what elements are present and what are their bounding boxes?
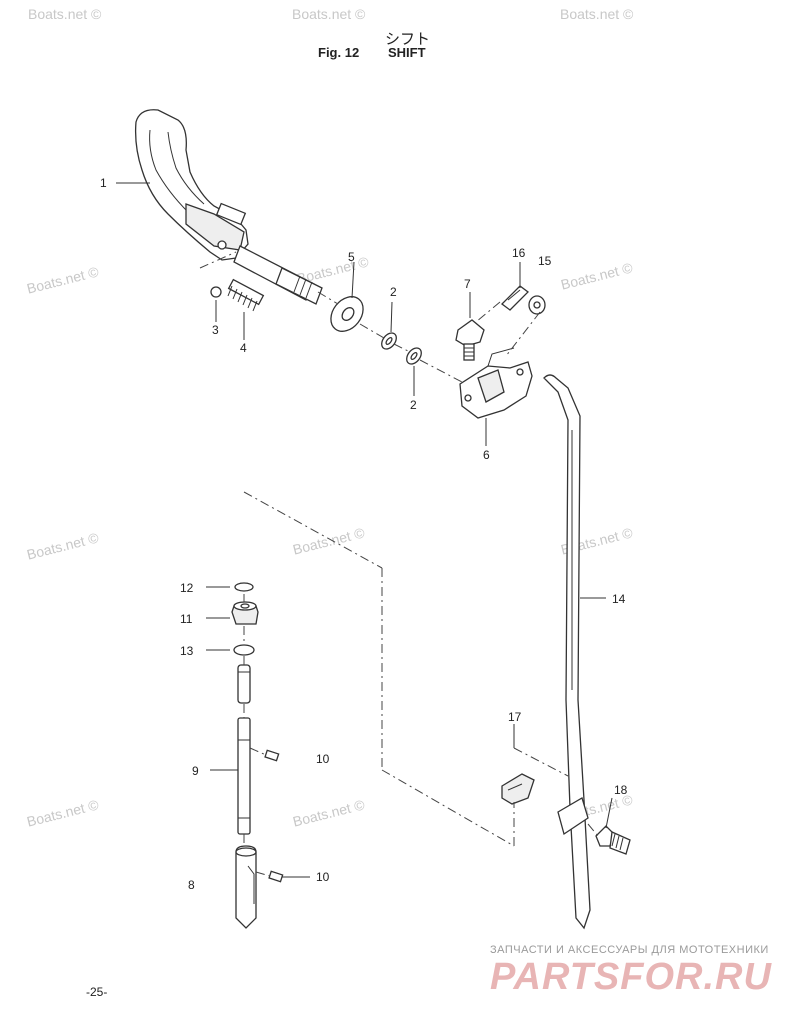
rod-clip (501, 285, 529, 311)
callout-17: 17 (508, 710, 522, 724)
callout-2-lower: 2 (410, 398, 417, 412)
connector-bolt (595, 825, 631, 855)
callout-6: 6 (483, 448, 490, 462)
callout-5: 5 (348, 250, 355, 264)
figure-label: Fig. 12 (318, 45, 360, 60)
dowel-pin-lower (268, 870, 284, 883)
shift-lever-handle (134, 109, 249, 261)
figure-title: SHIFT (388, 45, 426, 60)
lever-shaft (233, 245, 323, 305)
callout-4: 4 (240, 341, 247, 355)
leader-lines (116, 182, 613, 878)
detent-ball (210, 286, 222, 298)
callout-2-upper: 2 (390, 285, 397, 299)
callout-12: 12 (180, 581, 194, 595)
small-washer-upper (381, 332, 397, 350)
shop-tagline: ЗАПЧАСТИ И АКСЕССУАРЫ ДЛЯ МОТОТЕХНИКИ (490, 944, 769, 956)
small-washer-lower (406, 347, 422, 365)
callout-18: 18 (614, 783, 628, 797)
callout-10-lower: 10 (316, 870, 330, 884)
rod-connector (557, 797, 589, 836)
callout-7: 7 (464, 277, 471, 291)
watermark: Boats.net © (292, 6, 366, 22)
callout-15: 15 (538, 254, 552, 268)
shift-shaft (237, 717, 251, 835)
callout-3: 3 (212, 323, 219, 337)
shift-arm-bracket (459, 347, 533, 419)
callout-11: 11 (180, 612, 193, 626)
callout-10-upper: 10 (316, 752, 330, 766)
rod-collar (528, 295, 546, 315)
shift-rod (543, 374, 591, 930)
shop-logo: PARTSFOR.RU (490, 956, 772, 998)
callout-16: 16 (512, 246, 526, 260)
callout-14: 14 (612, 592, 626, 606)
watermark: Boats.net © (560, 6, 634, 22)
dowel-pin-upper (264, 749, 280, 762)
callout-9: 9 (192, 764, 199, 778)
watermark: Boats.net © (28, 6, 102, 22)
detent-spring (227, 278, 265, 312)
large-washer (330, 296, 364, 332)
rod-plastic-clip (501, 773, 535, 805)
callout-13: 13 (180, 644, 194, 658)
callout-1: 1 (100, 176, 107, 190)
o-ring-large (233, 644, 255, 656)
callout-8: 8 (188, 878, 195, 892)
short-pin (237, 664, 251, 704)
alignment-lines (199, 251, 599, 877)
o-ring-small (234, 582, 254, 592)
shift-cam-rod (235, 845, 257, 929)
japanese-title: シフト (385, 30, 431, 48)
page-number: -25- (86, 985, 108, 999)
grommet (231, 601, 259, 625)
bracket-bolt (455, 319, 485, 361)
